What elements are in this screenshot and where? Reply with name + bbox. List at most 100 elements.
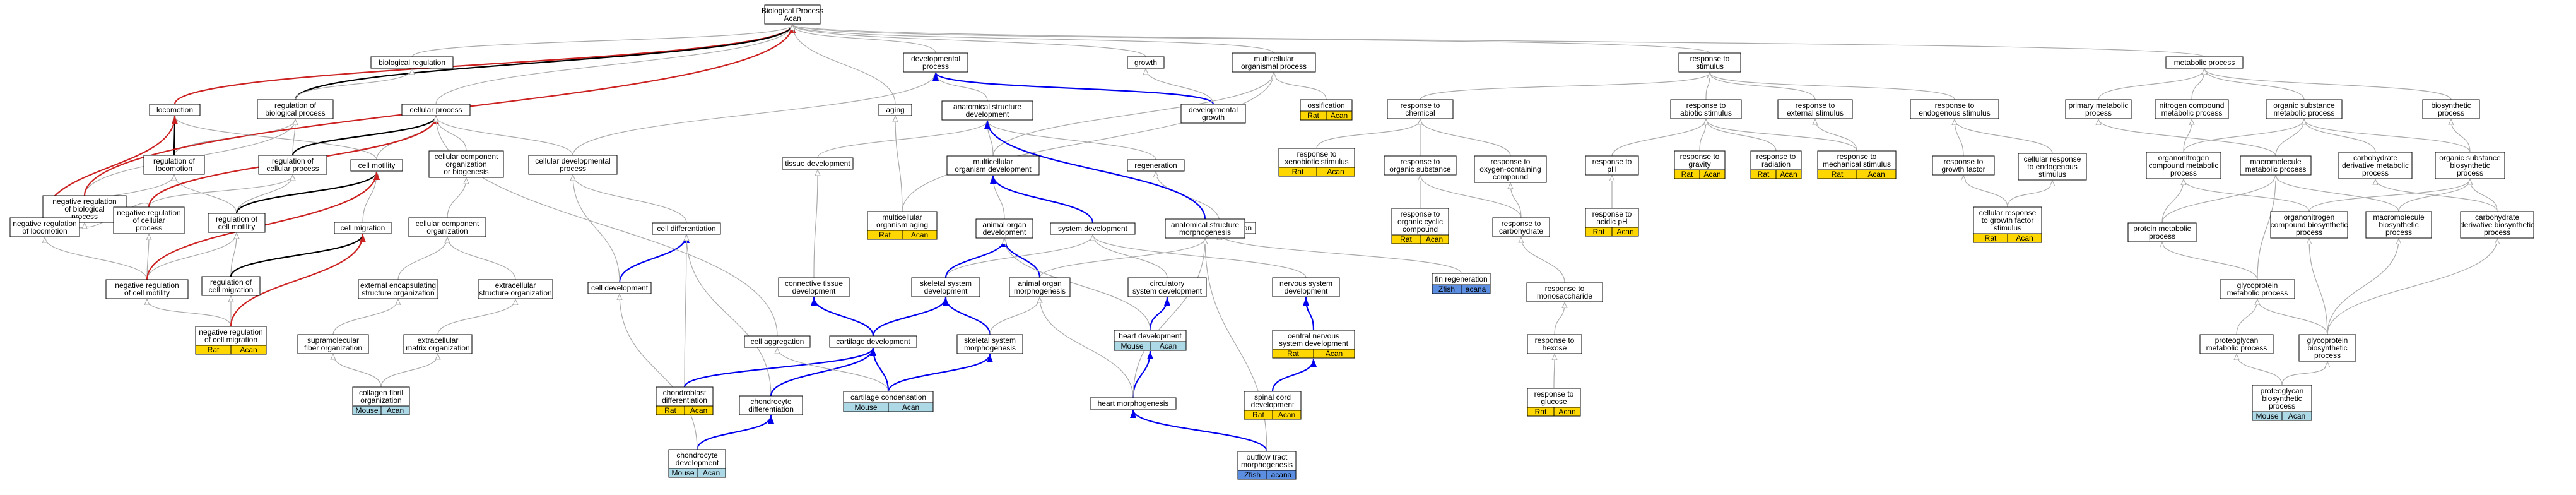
node-label-line: organic cyclic bbox=[1397, 217, 1443, 226]
go-term-node-tissdev[interactable]: tissue development bbox=[782, 157, 854, 170]
is-a-edge bbox=[2276, 176, 2399, 212]
go-term-node-celldev[interactable]: cell development bbox=[587, 282, 652, 294]
go-term-node-cartdev[interactable]: cartilage development bbox=[829, 335, 917, 348]
part-of-edge bbox=[944, 238, 1008, 278]
go-term-node-aging[interactable]: aging bbox=[878, 104, 912, 116]
go-term-node-cellproc[interactable]: cellular process bbox=[401, 104, 471, 116]
node-label-line: response to bbox=[1686, 101, 1726, 110]
go-term-node-metab[interactable]: metabolic process bbox=[2165, 56, 2244, 69]
go-term-node-celldiff[interactable]: cell differentiation bbox=[652, 222, 721, 235]
go-term-node-cellmot[interactable]: cell motility bbox=[350, 159, 403, 172]
go-term-node-sysdev[interactable]: system development bbox=[1050, 222, 1136, 235]
go-term-node-heartmorph[interactable]: heart morphogenesis bbox=[1090, 397, 1177, 410]
go-term-node-regen[interactable]: regeneration bbox=[1127, 159, 1185, 172]
go-term-node-biolreg[interactable]: biological regulation bbox=[370, 56, 454, 69]
go-term-node-cellmig[interactable]: cell migration bbox=[334, 222, 392, 234]
go-term-node-loco[interactable]: locomotion bbox=[149, 104, 201, 116]
go-term-node-growth[interactable]: growth bbox=[1127, 56, 1165, 69]
node-box bbox=[2460, 211, 2534, 239]
go-term-node-cellagg[interactable]: cell aggregation bbox=[744, 335, 811, 348]
